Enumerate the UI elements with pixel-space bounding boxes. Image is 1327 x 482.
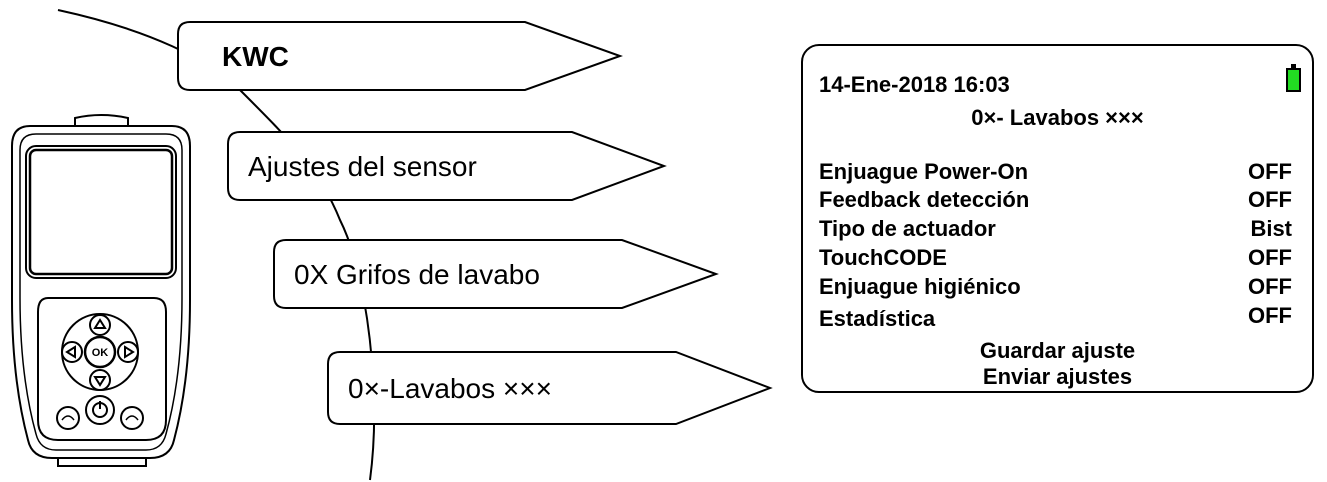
left-soft-icon [61, 415, 75, 421]
setting-label[interactable]: Enjuague higiénico [819, 274, 1021, 299]
arrow-up-icon [93, 318, 107, 329]
dpad-up-button[interactable] [89, 314, 111, 336]
dpad-down-button[interactable] [89, 369, 111, 391]
menu-tag-grifos-lavabo[interactable] [273, 239, 719, 309]
setting-label[interactable]: TouchCODE [819, 245, 947, 270]
screen-datetime: 14-Ene-2018 16:03 [819, 72, 1010, 97]
setting-value[interactable]: OFF [1248, 159, 1292, 184]
device-keypad-panel [37, 297, 167, 441]
dpad-right-button[interactable] [117, 341, 139, 363]
handheld-device [11, 114, 191, 467]
menu-tag-ajustes-sensor-label: Ajustes del sensor [248, 151, 477, 182]
left-soft-button[interactable] [56, 406, 80, 430]
right-soft-button[interactable] [120, 406, 144, 430]
setting-value[interactable]: OFF [1248, 274, 1292, 299]
ok-button[interactable] [83, 335, 117, 369]
setting-value[interactable]: OFF [1248, 187, 1292, 212]
device-body [11, 125, 191, 459]
setting-label[interactable]: Tipo de actuador [819, 216, 996, 241]
ok-button-label: OK [92, 347, 109, 359]
arrow-left-icon [65, 345, 76, 359]
device-display-screen: 14-Ene-2018 16:03 0×- Lavabos ××× Enjuag… [801, 44, 1314, 393]
setting-label[interactable]: Estadística [819, 306, 936, 331]
device-bottom-foot [57, 457, 147, 467]
setting-value[interactable]: OFF [1248, 245, 1292, 270]
setting-value[interactable]: Bist [1250, 216, 1292, 241]
arrow-right-icon [124, 345, 135, 359]
battery-icon [1286, 64, 1301, 92]
dpad-left-button[interactable] [61, 341, 83, 363]
setting-label[interactable]: Feedback detección [819, 187, 1030, 212]
screen-title: 0×- Lavabos ××× [971, 105, 1144, 130]
save-settings-action[interactable]: Guardar ajuste [979, 338, 1136, 363]
menu-tag-kwc-label: KWC [222, 41, 289, 72]
arrow-down-icon [93, 376, 107, 387]
setting-label[interactable]: Enjuague Power-On [819, 159, 1029, 184]
setting-value[interactable]: OFF [1248, 303, 1292, 328]
device-screen [28, 148, 174, 276]
menu-tag-lavabos[interactable] [327, 351, 773, 425]
menu-tag-ajustes-sensor[interactable] [227, 131, 667, 201]
menu-tag-lavabos-label: 0×-Lavabos ××× [348, 373, 552, 404]
menu-tag-kwc[interactable] [177, 21, 623, 91]
power-button[interactable] [85, 395, 115, 425]
right-soft-icon [125, 415, 139, 421]
send-settings-action[interactable]: Enviar ajustes [982, 364, 1133, 389]
device-screen-bezel [25, 145, 177, 279]
menu-tag-grifos-lavabo-label: 0X Grifos de lavabo [294, 259, 540, 290]
